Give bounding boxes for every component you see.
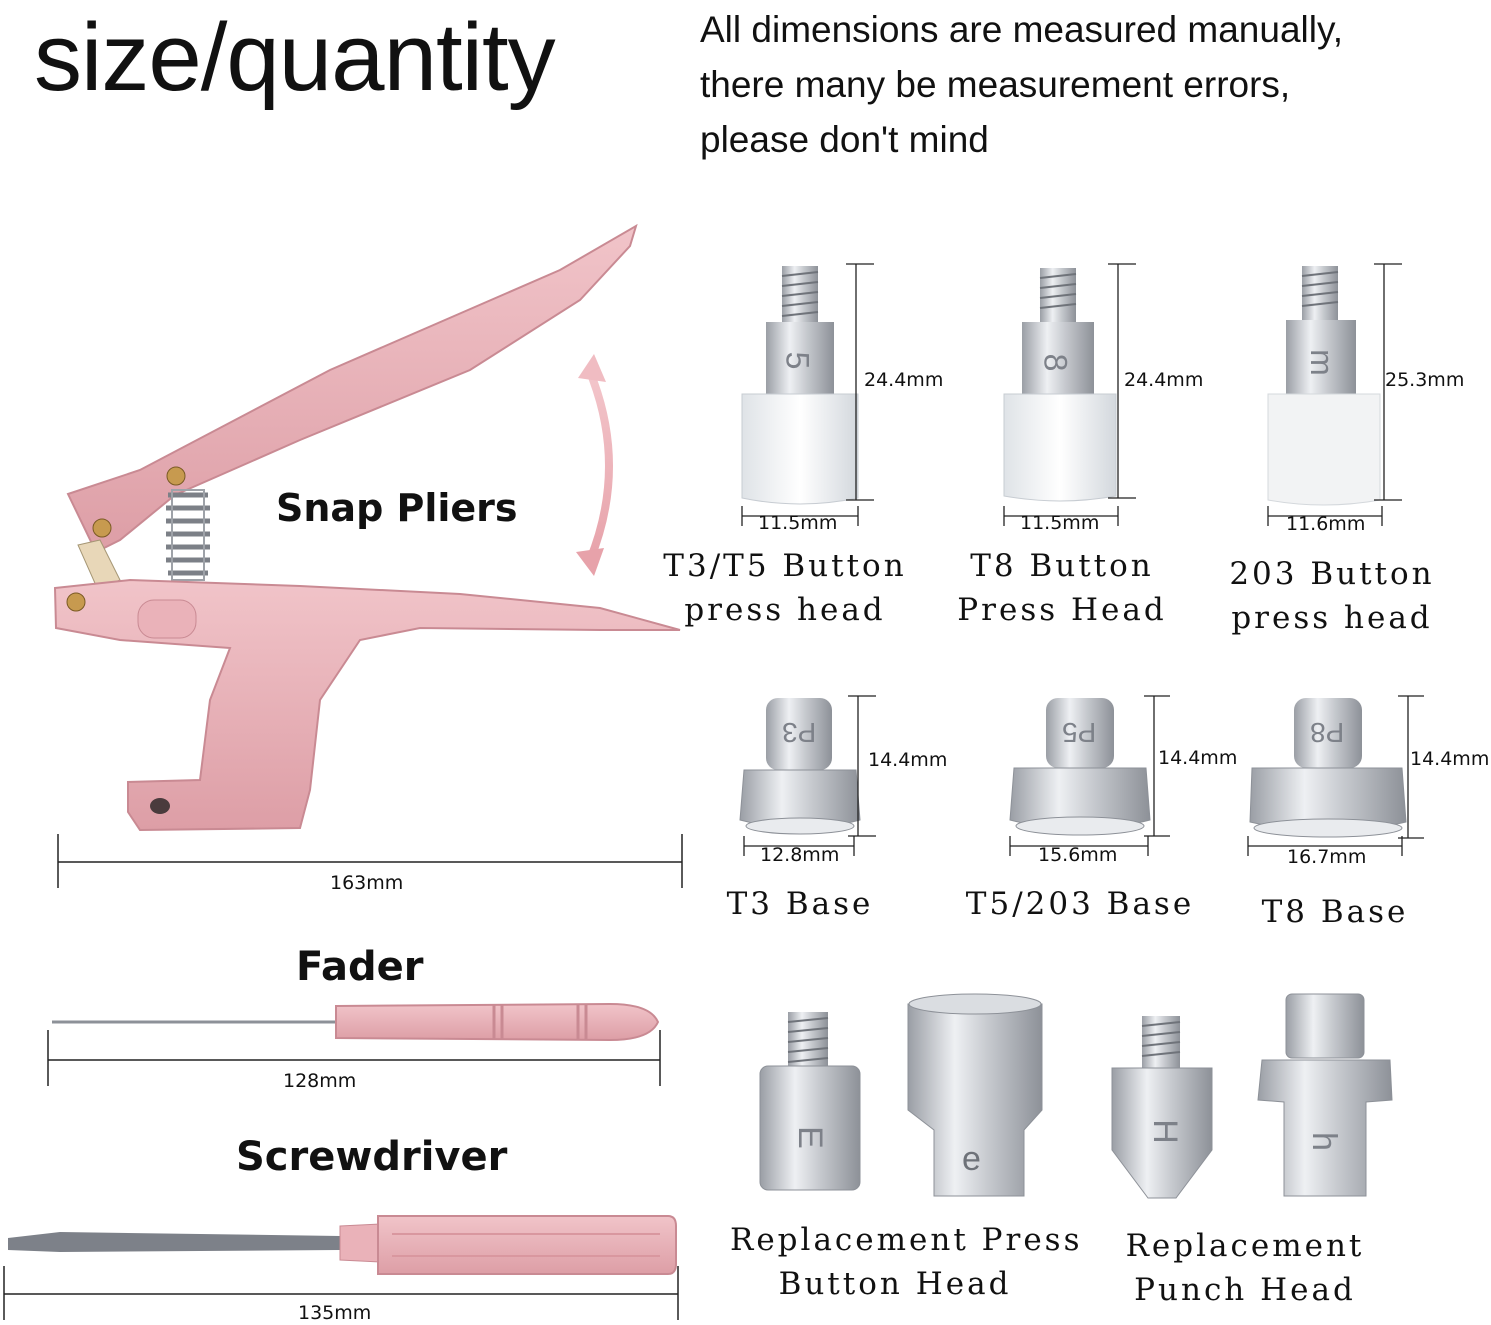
base-t8-height: 14.4mm <box>1410 748 1490 770</box>
engraved-mark: e <box>962 1140 981 1178</box>
note-line: there many be measurement errors, <box>700 64 1291 105</box>
engraved-mark: 8 <box>1037 353 1074 372</box>
replacement-press-head-label: Replacement Press Button Head <box>730 1218 1083 1306</box>
screwdriver-dimension-line <box>3 1266 679 1320</box>
engraved-mark: 5 <box>779 351 816 370</box>
base-t8-image <box>1249 698 1407 838</box>
engraved-mark: P3 <box>782 717 817 748</box>
base-t3-label: T3 Base <box>726 886 874 922</box>
press-head-dimension-lines <box>741 263 1402 526</box>
base-t5-203-height: 14.4mm <box>1158 747 1238 769</box>
label-line: press head <box>684 592 886 628</box>
label-line: T3/T5 Button <box>663 548 907 584</box>
fader-label: Fader <box>296 944 424 990</box>
press-head-t3t5-height: 24.4mm <box>864 369 944 391</box>
engraved-mark: h <box>1304 1132 1343 1151</box>
press-head-t8-image <box>1003 268 1117 502</box>
press-head-203-width: 11.6mm <box>1286 513 1366 535</box>
fader-dimension-line <box>47 1030 661 1086</box>
page-title: size/quantity <box>34 4 556 111</box>
engraved-mark: P5 <box>1062 717 1097 748</box>
press-head-203-height: 25.3mm <box>1385 369 1465 391</box>
screwdriver-image <box>8 1215 677 1275</box>
label-line: Replacement <box>1125 1228 1365 1264</box>
label-line: 203 Button <box>1229 556 1435 592</box>
press-head-t8-width: 11.5mm <box>1020 512 1100 534</box>
snap-pliers-label: Snap Pliers <box>276 486 518 530</box>
label-line: Press Head <box>957 592 1167 628</box>
base-t3-width: 12.8mm <box>760 844 840 866</box>
engraved-mark: H <box>1145 1119 1184 1144</box>
base-t3-height: 14.4mm <box>868 749 948 771</box>
pliers-dimension-line <box>57 834 683 888</box>
fader-image <box>52 1002 660 1042</box>
engraved-mark: m <box>1303 349 1340 376</box>
label-line: T8 Button <box>970 548 1154 584</box>
engraved-mark: E <box>790 1126 829 1149</box>
motion-arrow-icon <box>576 354 613 576</box>
press-head-203-label: 203 Button press head <box>1212 552 1452 640</box>
base-t5-203-label: T5/203 Base <box>965 886 1195 922</box>
note-line: All dimensions are measured manually, <box>700 9 1344 50</box>
replacement-press-head-image <box>759 993 1043 1197</box>
base-t8-width: 16.7mm <box>1287 846 1367 868</box>
press-head-t3t5-width: 11.5mm <box>758 512 838 534</box>
base-t3-image <box>739 698 861 835</box>
fader-length: 128mm <box>283 1070 357 1092</box>
screwdriver-label: Screwdriver <box>236 1134 508 1180</box>
label-line: Punch Head <box>1134 1272 1356 1308</box>
engraved-mark: P8 <box>1310 717 1345 748</box>
snap-pliers-image <box>53 223 681 832</box>
press-head-t3t5-image <box>741 266 859 505</box>
replacement-punch-head-label: Replacement Punch Head <box>1120 1224 1370 1312</box>
label-line: Button Head <box>778 1266 1012 1302</box>
press-head-t8-label: T8 Button Press Head <box>940 544 1184 632</box>
note-line: please don't mind <box>700 119 989 160</box>
base-dimension-lines <box>743 695 1424 856</box>
label-line: press head <box>1231 600 1433 636</box>
label-line: Replacement Press <box>730 1222 1083 1258</box>
measurement-note: All dimensions are measured manually, th… <box>700 2 1343 167</box>
base-t5-203-width: 15.6mm <box>1038 844 1118 866</box>
press-head-t8-height: 24.4mm <box>1124 369 1204 391</box>
press-head-t3t5-label: T3/T5 Button press head <box>660 544 910 632</box>
screwdriver-length: 135mm <box>298 1302 372 1324</box>
pliers-length: 163mm <box>330 872 404 894</box>
replacement-punch-head-image <box>1111 993 1393 1199</box>
base-t5-203-image <box>1009 698 1151 836</box>
base-t8-label: T8 Base <box>1261 894 1409 930</box>
press-head-203-image <box>1267 266 1381 506</box>
